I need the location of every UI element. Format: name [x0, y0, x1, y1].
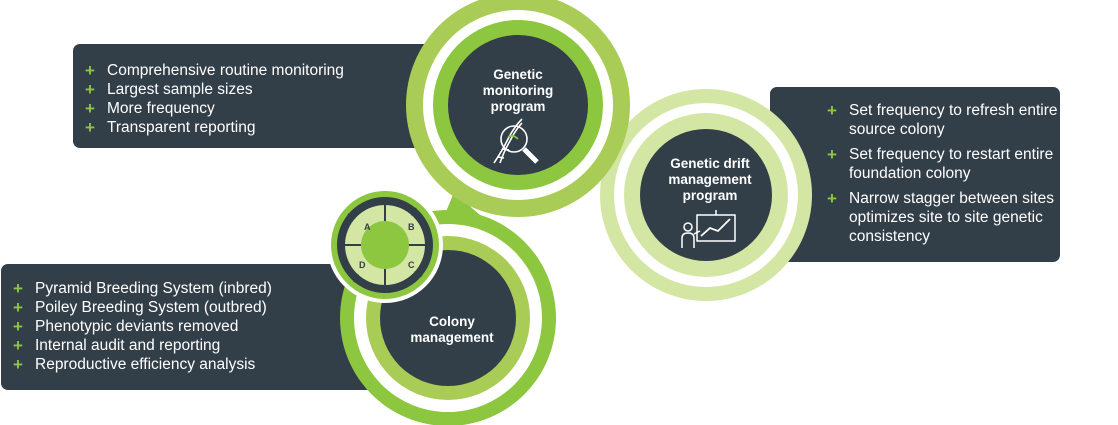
title-line: monitoring [482, 83, 554, 98]
plus-icon: + [827, 145, 837, 164]
colony-title: Colony management [392, 314, 512, 346]
plus-icon: + [827, 189, 837, 208]
title-line: management [410, 330, 494, 345]
list-item: + Set frequency to refresh entire source … [824, 101, 1064, 139]
title-line: Genetic drift [670, 156, 750, 171]
dna-magnifier-icon [493, 118, 539, 164]
list-item-text: Largest sample sizes [107, 81, 253, 98]
monitoring-title: Genetic monitoring program [462, 67, 574, 115]
list-item-text: Narrow stagger between sites optimizes s… [849, 190, 1055, 245]
list-item: + Poiley Breeding System (outbred) [10, 298, 272, 317]
list-item: + Reproductive efficiency analysis [10, 355, 272, 374]
plus-icon: + [85, 80, 95, 99]
cycle-label-a: A [364, 222, 371, 232]
plus-icon: + [827, 101, 837, 120]
list-item-text: Transparent reporting [107, 119, 256, 136]
monitoring-list: + Comprehensive routine monitoring + Large… [82, 61, 344, 137]
list-item-text: Set frequency to refresh entire source c… [849, 102, 1058, 138]
presenter-chart-icon [681, 210, 736, 248]
plus-icon: + [85, 61, 95, 80]
plus-icon: + [13, 336, 23, 355]
plus-icon: + [85, 118, 95, 137]
title-line: program [682, 188, 738, 203]
list-item-text: Phenotypic deviants removed [35, 318, 239, 335]
colony-list: + Pyramid Breeding System (inbred) + Poile… [10, 279, 272, 374]
plus-icon: + [13, 279, 23, 298]
plus-icon: + [13, 317, 23, 336]
cycle-badge: A B C D [327, 187, 443, 303]
list-item: + Internal audit and reporting [10, 336, 272, 355]
cycle-label-d: D [359, 260, 366, 270]
list-item-text: Pyramid Breeding System (inbred) [35, 280, 272, 297]
plus-icon: + [13, 298, 23, 317]
list-item: + Comprehensive routine monitoring [82, 61, 344, 80]
title-line: Colony [429, 314, 475, 329]
list-item-text: Internal audit and reporting [35, 337, 221, 354]
drift-title: Genetic drift management program [650, 156, 770, 204]
monitoring-ring [406, 0, 630, 217]
drift-list: + Set frequency to refresh entire source … [824, 101, 1064, 252]
list-item-text: More frequency [107, 100, 215, 117]
list-item-text: Set frequency to restart entire foundati… [849, 146, 1054, 182]
drift-ring [600, 89, 812, 301]
cycle-label-b: B [408, 222, 415, 232]
list-item-text: Comprehensive routine monitoring [107, 62, 344, 79]
list-item-text: Reproductive efficiency analysis [35, 356, 256, 373]
list-item: + Phenotypic deviants removed [10, 317, 272, 336]
list-item: + More frequency [82, 99, 344, 118]
plus-icon: + [85, 99, 95, 118]
list-item: + Pyramid Breeding System (inbred) [10, 279, 272, 298]
list-item: + Set frequency to restart entire foundat… [824, 145, 1064, 183]
monitoring-panel [73, 44, 458, 148]
list-item-text: Poiley Breeding System (outbred) [35, 299, 267, 316]
list-item: + Largest sample sizes [82, 80, 344, 99]
drift-panel [770, 87, 1060, 262]
list-item: + Transparent reporting [82, 118, 344, 137]
plus-icon: + [13, 355, 23, 374]
cycle-label-c: C [408, 260, 415, 270]
title-line: Genetic [493, 67, 543, 82]
title-line: management [668, 172, 752, 187]
colony-panel [1, 264, 373, 390]
list-item: + Narrow stagger between sites optimizes … [824, 189, 1064, 246]
title-line: program [490, 99, 546, 114]
